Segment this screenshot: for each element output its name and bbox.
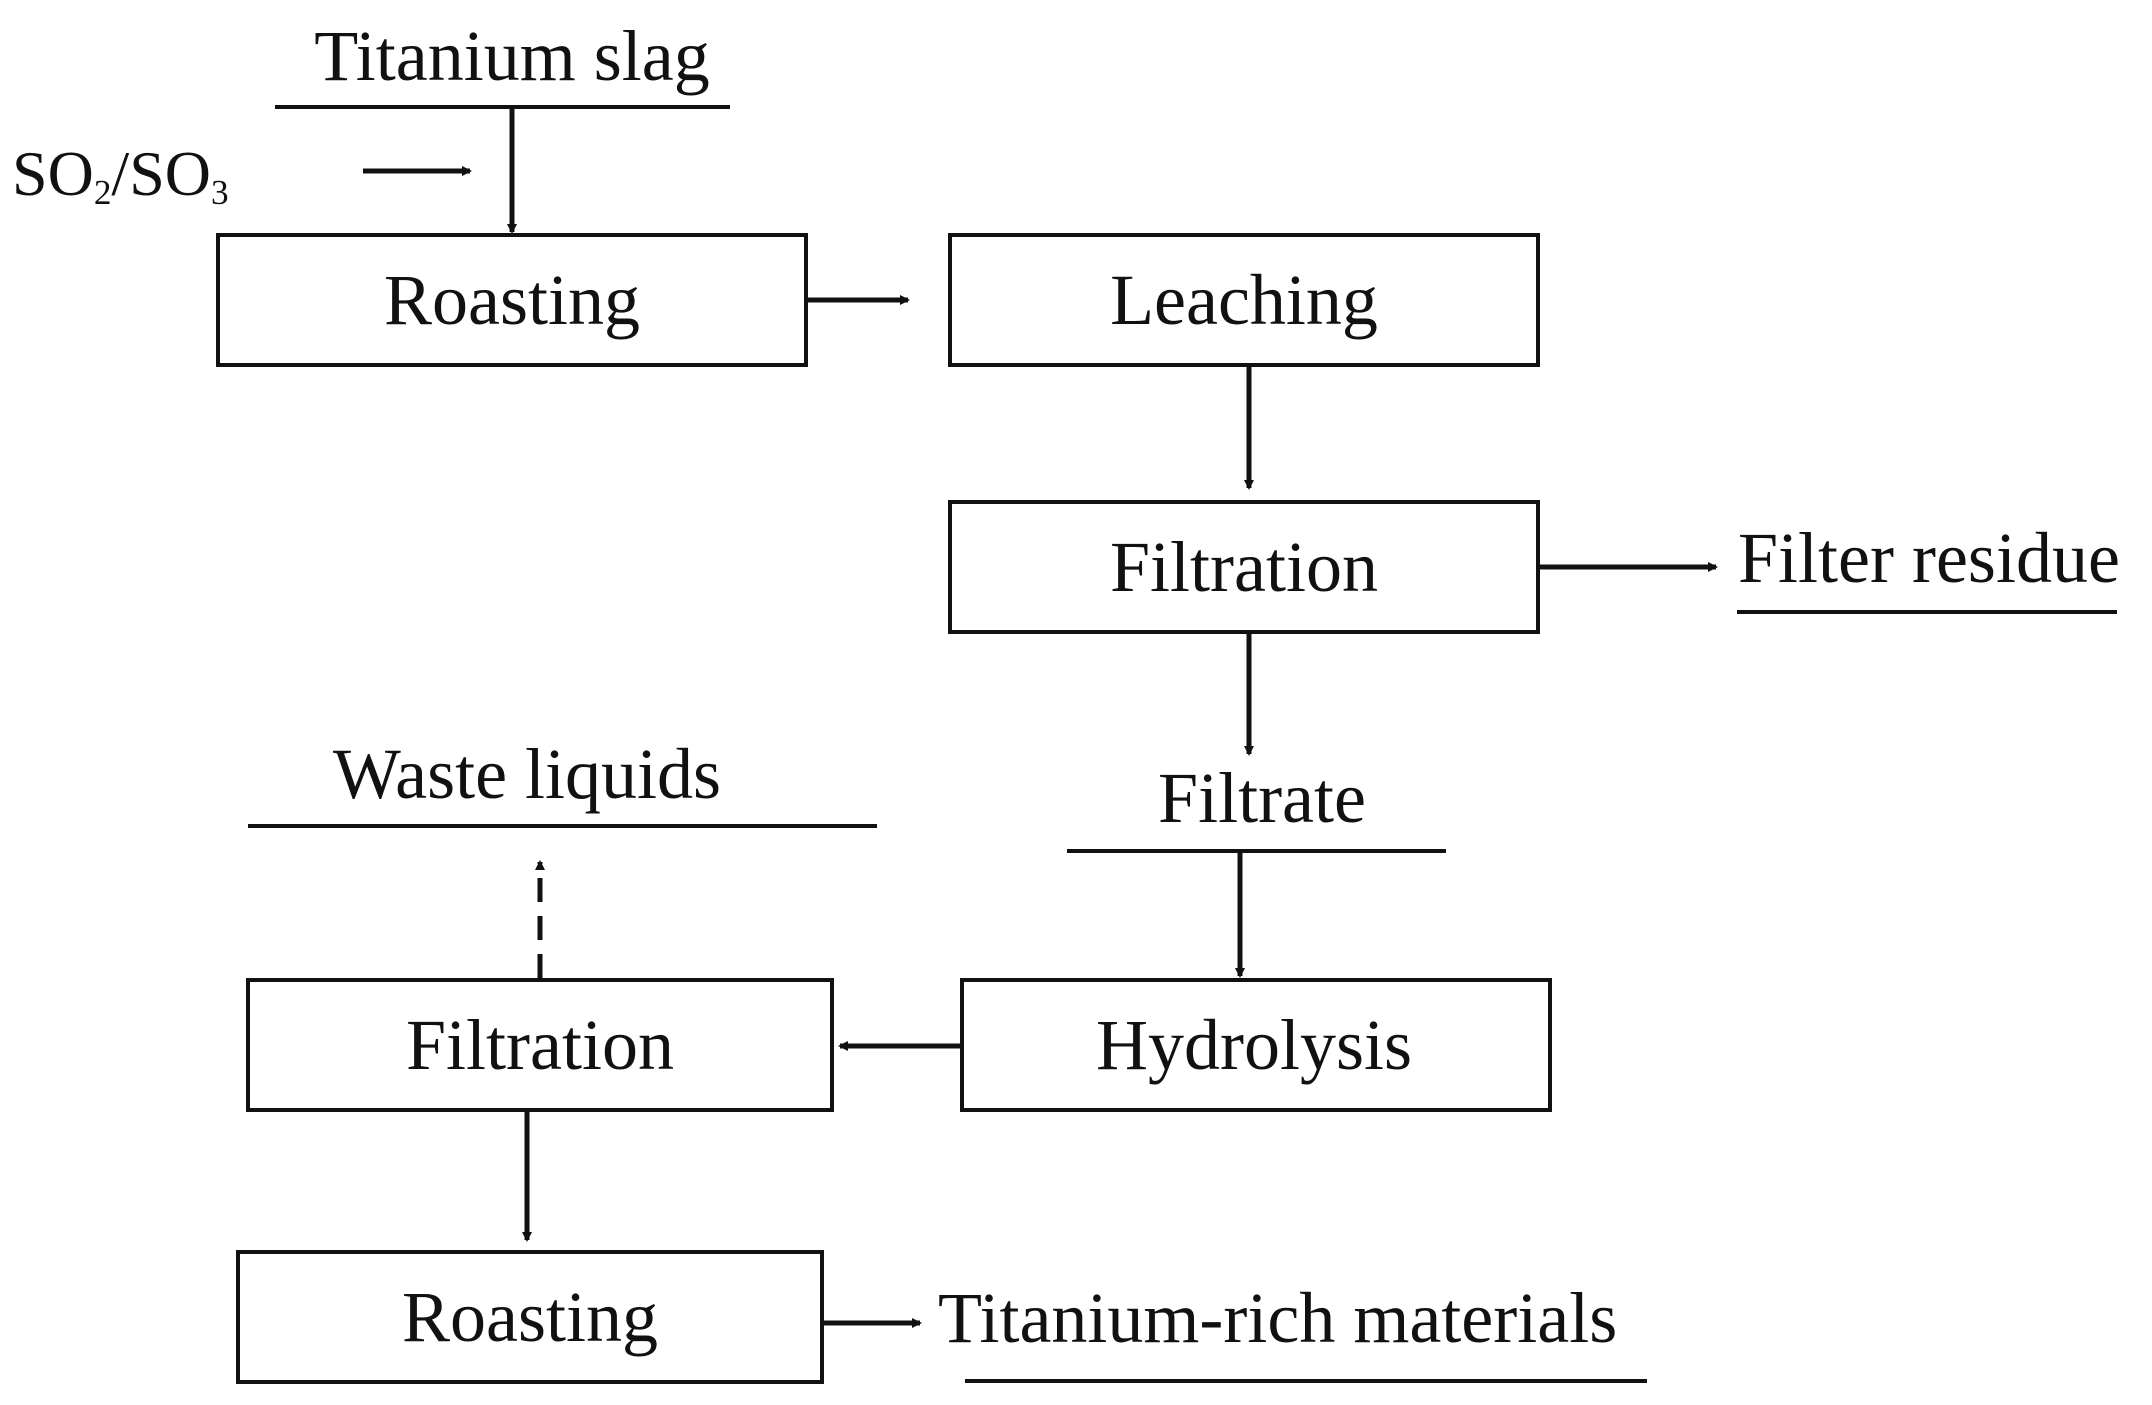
gas-formula-sep: /SO — [111, 138, 211, 209]
box-leaching — [948, 233, 1540, 367]
product-titanium-rich: Titanium-rich materials — [938, 1278, 1618, 1358]
step-filtration-2: Filtration — [406, 1005, 674, 1085]
product-waste-liquids: Waste liquids — [332, 734, 722, 814]
step-leaching: Leaching — [1110, 260, 1378, 340]
product-filtrate: Filtrate — [1158, 758, 1366, 838]
input-titanium-slag: Titanium slag — [314, 16, 710, 96]
product-filter-residue: Filter residue — [1738, 518, 2120, 598]
gas-formula-so: SO — [12, 138, 94, 209]
step-hydrolysis: Hydrolysis — [1095, 1005, 1413, 1085]
step-roasting-1: Roasting — [383, 260, 641, 340]
step-filtration-1: Filtration — [1110, 527, 1378, 607]
step-roasting-2: Roasting — [401, 1277, 659, 1357]
box-filtration-1 — [948, 500, 1540, 634]
box-filtration-2 — [246, 978, 834, 1112]
input-so2-so3: SO2/SO3 — [12, 142, 229, 210]
gas-subscript-2: 2 — [93, 172, 112, 212]
box-roasting-1 — [216, 233, 808, 367]
box-roasting-2 — [236, 1250, 824, 1384]
gas-subscript-3: 3 — [211, 172, 229, 212]
box-hydrolysis — [960, 978, 1552, 1112]
